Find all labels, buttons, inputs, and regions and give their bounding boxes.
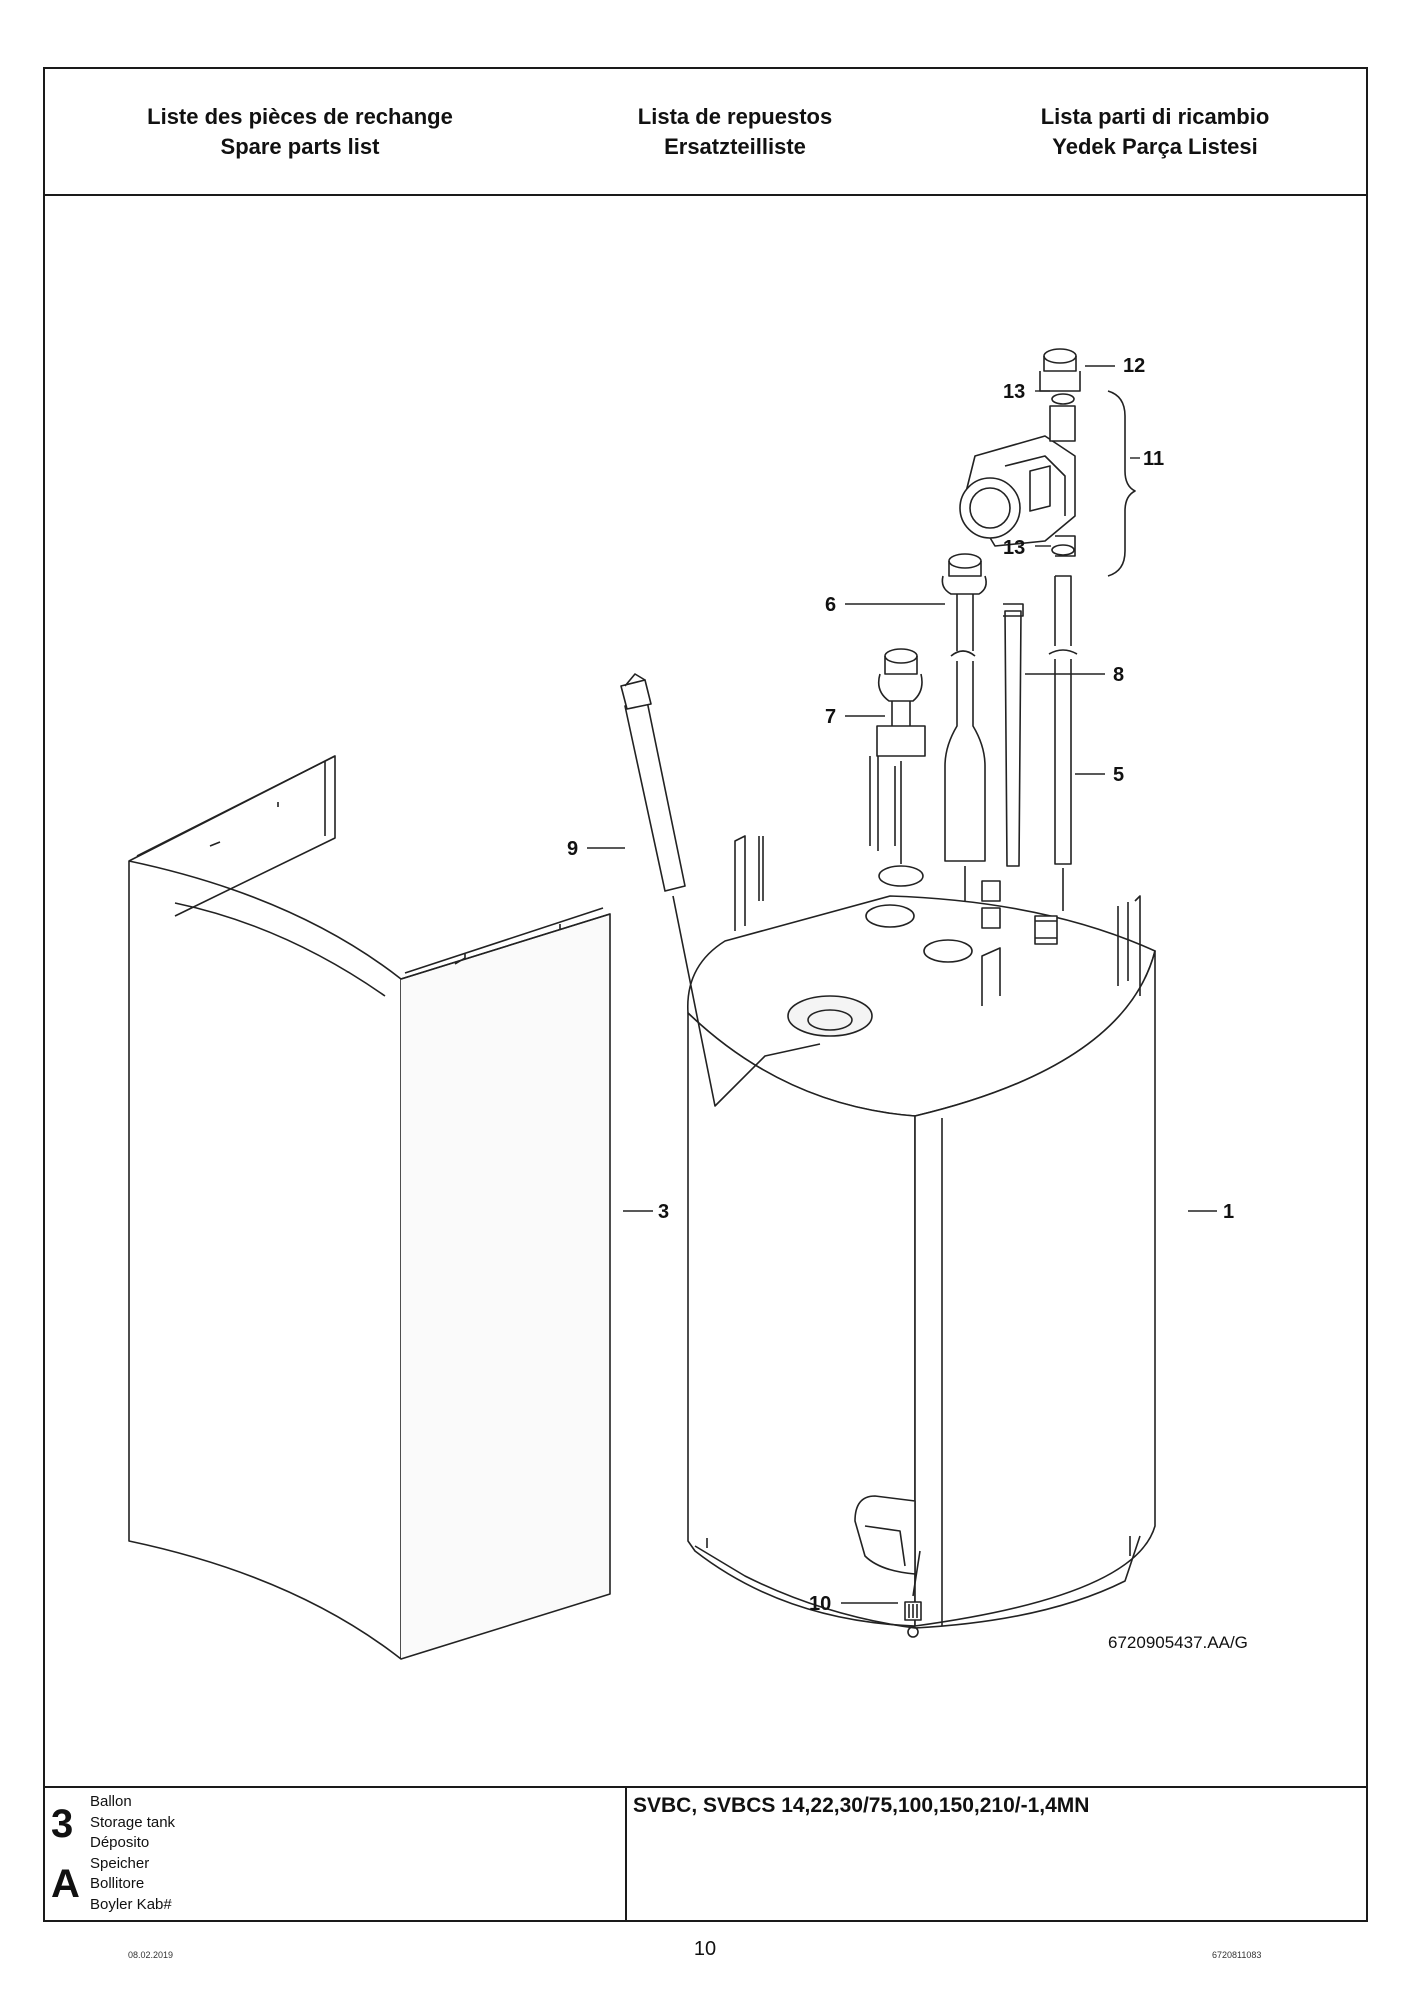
name-spanish: Déposito xyxy=(90,1834,150,1851)
anode-rod xyxy=(620,673,821,1107)
storage-tank-body xyxy=(687,754,1156,1629)
title-french: Liste des pièces de rechange xyxy=(147,104,453,129)
header-col-fr-en: Liste des pièces de rechange Spare parts… xyxy=(65,102,535,162)
name-french: Ballon xyxy=(90,1793,132,1810)
header-col-es-de: Lista de repuestos Ersatzteilliste xyxy=(515,102,955,162)
name-italian: Bollitore xyxy=(90,1875,145,1892)
label-part-5: 5 xyxy=(1113,764,1124,786)
label-part-10: 10 xyxy=(809,1593,831,1615)
footer-divider xyxy=(625,1788,627,1920)
drawing-id: 6720905437.AA/G xyxy=(1108,1633,1248,1652)
label-part-6: 6 xyxy=(825,594,836,616)
title-spanish: Lista de repuestos xyxy=(637,104,833,129)
header: Liste des pièces de rechange Spare parts… xyxy=(45,69,1366,196)
circulation-pump-11 xyxy=(959,390,1136,577)
pipe-5 xyxy=(1048,575,1078,911)
label-part-11: 11 xyxy=(1143,448,1164,470)
model-designation: SVBC, SVBCS 14,22,30/75,100,150,210/-1,4… xyxy=(633,1794,1090,1817)
label-part-13-top: 13 xyxy=(1003,381,1025,403)
name-german: Speicher xyxy=(90,1854,150,1872)
footnote-doc-number: 6720811083 xyxy=(1212,1950,1262,1960)
front-cover-panel xyxy=(128,755,611,1660)
title-turkish: Yedek Parça Listesi xyxy=(1052,134,1258,159)
document-frame: Liste des pièces de rechange Spare parts… xyxy=(43,67,1368,1922)
header-col-it-tr: Lista parti di ricambio Yedek Parça List… xyxy=(945,102,1365,162)
drain-valve-10 xyxy=(904,1550,922,1638)
fitting-7 xyxy=(876,648,926,887)
label-part-8: 8 xyxy=(1113,664,1124,686)
name-turkish: Boyler Kab# xyxy=(90,1895,172,1913)
footer-table: 3 A Ballon Storage tank Déposito Speiche… xyxy=(45,1786,1366,1920)
immersion-rod-6 xyxy=(941,553,987,901)
part-labels: 12 13 11 13 6 7 8 5 9 1 3 10 6720905437.… xyxy=(567,355,1248,1652)
label-part-1: 1 xyxy=(1223,1201,1234,1223)
seal-13-bottom xyxy=(1051,544,1075,556)
exploded-view-svg: 12 13 11 13 6 7 8 5 9 1 3 10 6720905437.… xyxy=(128,348,1248,1660)
leader-lines xyxy=(587,365,1217,1604)
label-part-12: 12 xyxy=(1123,355,1145,377)
seal-13-top xyxy=(1051,393,1075,405)
title-german: Ersatzteilliste xyxy=(664,134,806,159)
label-part-7: 7 xyxy=(825,706,836,728)
exploded-view-drawing: 12 13 11 13 6 7 8 5 9 1 3 10 6720905437.… xyxy=(45,196,1366,1790)
name-english: Storage tank xyxy=(90,1813,176,1831)
label-part-3: 3 xyxy=(658,1201,669,1223)
title-italian: Lista parti di ricambio xyxy=(1040,104,1270,129)
label-part-13-bottom: 13 xyxy=(1003,537,1025,559)
union-nut-12 xyxy=(1039,348,1081,392)
component-names: Ballon Storage tank Déposito Speicher Bo… xyxy=(90,1792,175,1915)
section-letter: A xyxy=(51,1862,80,1906)
footnote-date: 08.02.2019 xyxy=(128,1950,174,1960)
section-number: 3 xyxy=(51,1802,74,1846)
title-english: Spare parts list xyxy=(220,134,380,159)
page-number: 10 xyxy=(693,1938,717,1960)
label-part-9: 9 xyxy=(567,838,578,860)
sensor-pocket-8 xyxy=(1003,603,1024,867)
